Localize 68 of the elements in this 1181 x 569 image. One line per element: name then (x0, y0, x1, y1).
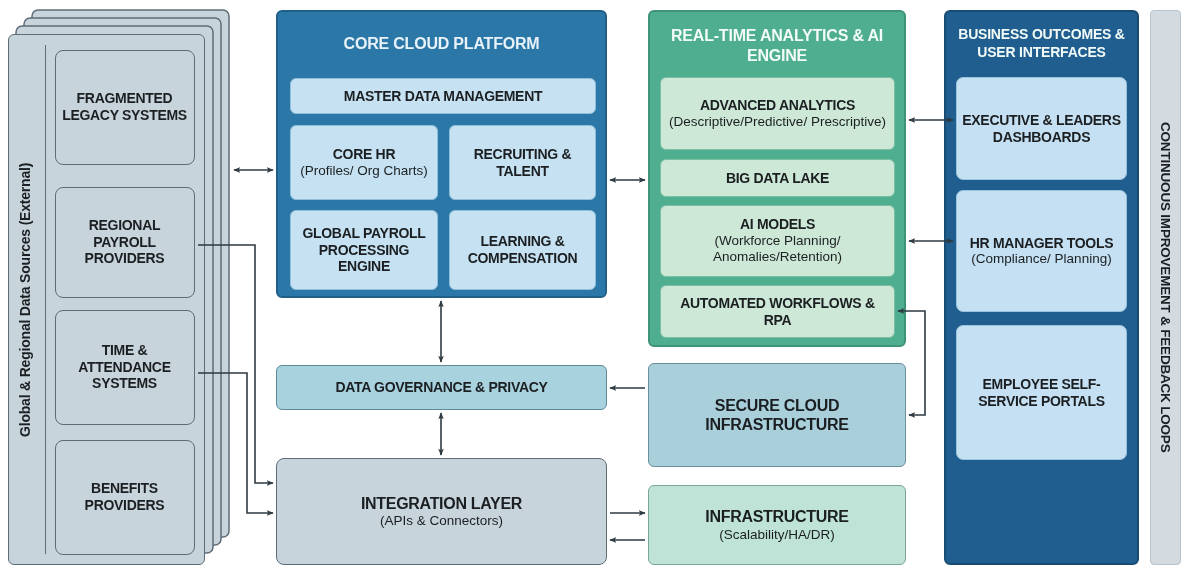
feedback-band (1150, 10, 1181, 565)
box-title: BIG DATA LAKE (724, 169, 831, 187)
process-box (648, 363, 906, 467)
box-title: MASTER DATA MANAGEMENT (342, 87, 544, 105)
box-title: GLOBAL PAYROLL PROCESSING ENGINE (301, 224, 427, 276)
arrow (609, 537, 646, 543)
process-box (54, 186, 195, 298)
arrow (908, 117, 954, 123)
engine-panel (648, 10, 906, 347)
box-title: INTEGRATION LAYER (359, 493, 524, 513)
box-subtitle: (Profiles/ Org Charts) (299, 162, 429, 179)
process-box (54, 309, 195, 425)
arrow (197, 372, 274, 516)
module-box (290, 78, 596, 114)
process-box (648, 485, 906, 565)
box-subtitle: (Workforce Planning/ Anomalies/Retention) (711, 233, 844, 266)
source-stack-card (8, 34, 205, 565)
box-title: DATA GOVERNANCE & PRIVACY (334, 379, 549, 396)
process-box (54, 49, 195, 165)
box-subtitle: (Scalability/HA/DR) (718, 526, 836, 543)
box-title: TIME & ATTENDANCE SYSTEMS (77, 341, 172, 393)
arrow (438, 300, 444, 363)
module-box (660, 77, 895, 150)
module-box (660, 159, 895, 197)
box-subtitle: (Compliance/ Planning) (970, 251, 1113, 268)
interface-box (956, 77, 1127, 180)
box-title: CORE HR (331, 146, 397, 163)
arrow (609, 510, 646, 516)
box-title: RECRUITING & TALENT (472, 145, 573, 180)
box-title: REGIONAL PAYROLL PROVIDERS (83, 216, 166, 268)
box-title: AUTOMATED WORKFLOWS & RPA (679, 294, 876, 329)
panel-title: CORE CLOUD PLATFORM (342, 34, 541, 54)
outcomes-panel (944, 10, 1139, 565)
process-box (54, 439, 195, 555)
module-box (449, 210, 596, 290)
interface-box (956, 190, 1127, 312)
arrow (197, 244, 274, 486)
box-title: LEARNING & COMPENSATION (466, 233, 579, 267)
module-box (290, 210, 438, 290)
process-box (276, 365, 607, 410)
module-box (660, 205, 895, 277)
platform-panel (276, 10, 607, 298)
side-band-label: CONTINUOUS IMPROVEMENT & FEEDBACK LOOPS (1158, 122, 1173, 453)
arrow (438, 412, 444, 456)
section-label: Global & Regional Data Sources (External) (17, 161, 34, 439)
box-title: FRAGMENTED LEGACY SYSTEMS (61, 90, 188, 124)
arrow (233, 167, 274, 173)
box-subtitle: (Descriptive/Predictive/ Prescriptive) (668, 113, 887, 130)
arrow (609, 385, 646, 391)
box-title: EMPLOYEE SELF-SERVICE PORTALS (977, 375, 1106, 410)
panel-title: BUSINESS OUTCOMES & USER INTERFACES (957, 26, 1126, 61)
panel-title: REAL-TIME ANALYTICS & AI ENGINE (669, 26, 885, 66)
box-subtitle: (APIs & Connectors) (378, 513, 504, 530)
process-box (276, 458, 607, 565)
arrow (609, 177, 646, 183)
module-box (449, 125, 596, 200)
box-title: EXECUTIVE & LEADERS DASHBOARDS (961, 111, 1122, 146)
box-title: SECURE CLOUD INFRASTRUCTURE (704, 395, 850, 435)
arrow (908, 238, 954, 244)
module-box (290, 125, 438, 200)
box-title: HR MANAGER TOOLS (968, 234, 1115, 252)
module-box (660, 285, 895, 338)
box-title: INFRASTRUCTURE (704, 507, 850, 527)
arrow (897, 308, 926, 418)
box-title: ADVANCED ANALYTICS (698, 97, 857, 114)
box-title: AI MODELS (738, 216, 817, 234)
interface-box (956, 325, 1127, 460)
box-title: BENEFITS PROVIDERS (83, 480, 166, 514)
